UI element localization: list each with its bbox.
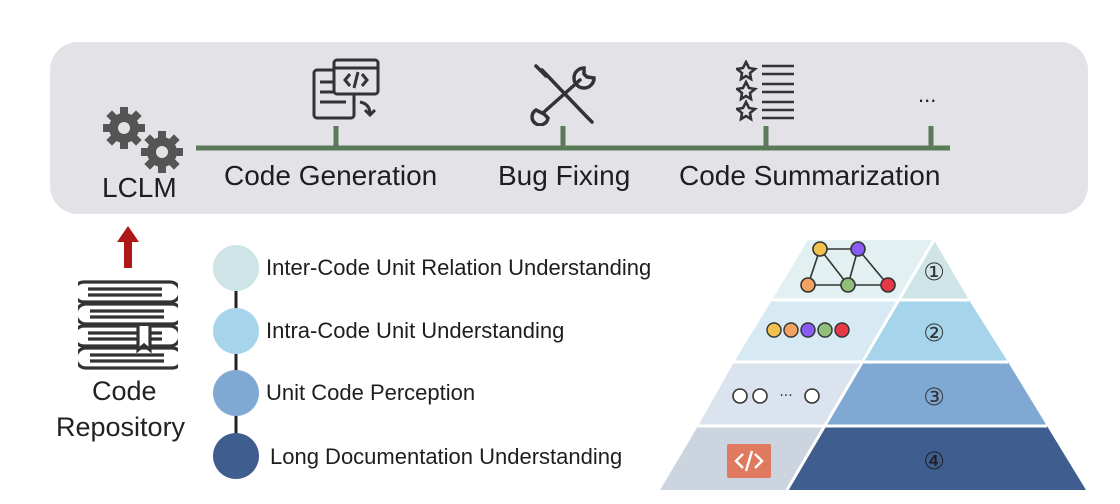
task-timeline [196, 126, 950, 151]
up-arrow-icon [117, 226, 139, 268]
pyramid-left-tier-2 [734, 300, 898, 362]
pyramid-right-tier-4 [787, 426, 1086, 490]
task-label-code-summarization: Code Summarization [679, 160, 941, 191]
books-icon [78, 280, 178, 370]
level-label-1: Inter-Code Unit Relation Understanding [266, 255, 652, 280]
level-connector [234, 268, 238, 458]
level-label-4: Long Documentation Understanding [270, 444, 623, 469]
task-ellipsis: ... [918, 82, 937, 107]
code-generation-icon [312, 58, 380, 120]
task-label-code-generation: Code Generation [224, 160, 438, 191]
unit-dots-empty [732, 388, 820, 404]
level-label-2: Intra-Code Unit Understanding [266, 318, 565, 343]
repository-label-line2: Repository [56, 412, 186, 442]
unit-dots-colored [766, 322, 850, 338]
tier-number-2: ② [923, 319, 945, 347]
repository-label-line1: Code [92, 376, 157, 406]
level-label-3: Unit Code Perception [266, 380, 476, 405]
model-label: LCLM [102, 172, 177, 203]
tier-number-1: ① [923, 258, 945, 286]
tier-number-4: ④ [923, 447, 945, 475]
pyramid-right-tier-1 [898, 240, 969, 300]
code-file-icon [727, 444, 771, 478]
pyramid-left-tier-3 [698, 362, 860, 426]
pyramid-right-tier-3 [825, 362, 1047, 426]
summary-list-icon [736, 60, 794, 122]
tier-number-3: ③ [923, 383, 945, 411]
task-panel [50, 42, 1088, 214]
pyramid-right-tier-2 [860, 300, 1008, 362]
wrench-screwdriver-icon [530, 64, 596, 126]
gears-icon [103, 107, 183, 173]
relation-graph-icon [800, 241, 896, 293]
level-dot-2 [213, 308, 259, 354]
level-dot-3 [213, 370, 259, 416]
level-dot-1 [213, 245, 259, 291]
level-dot-4 [213, 433, 259, 479]
dots-ellipsis: ··· [779, 388, 792, 404]
task-label-bug-fixing: Bug Fixing [498, 160, 631, 191]
